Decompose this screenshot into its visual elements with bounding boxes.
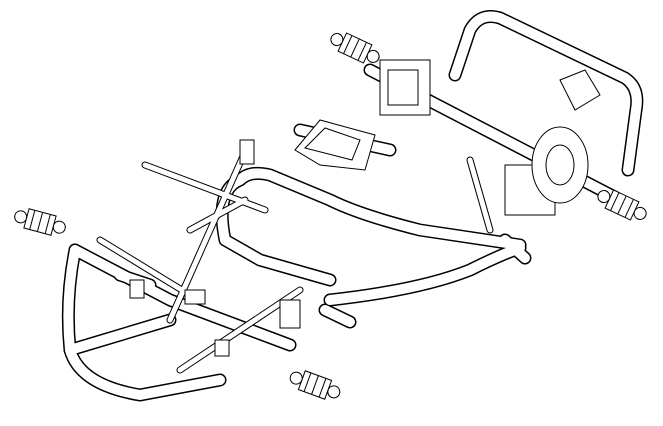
steering-column-top xyxy=(239,139,255,165)
rear-axle-bearing xyxy=(379,59,556,216)
frame-tubes xyxy=(61,10,644,402)
rear-left-hub xyxy=(326,27,384,69)
rear-right-hub xyxy=(593,184,651,226)
brake-disc xyxy=(531,126,589,204)
front-left-stub-axle xyxy=(11,205,69,239)
front-right-stub-axle xyxy=(286,366,344,404)
chain-guard xyxy=(559,69,601,111)
seat-mount xyxy=(294,119,376,171)
pedal-brackets xyxy=(129,279,301,357)
